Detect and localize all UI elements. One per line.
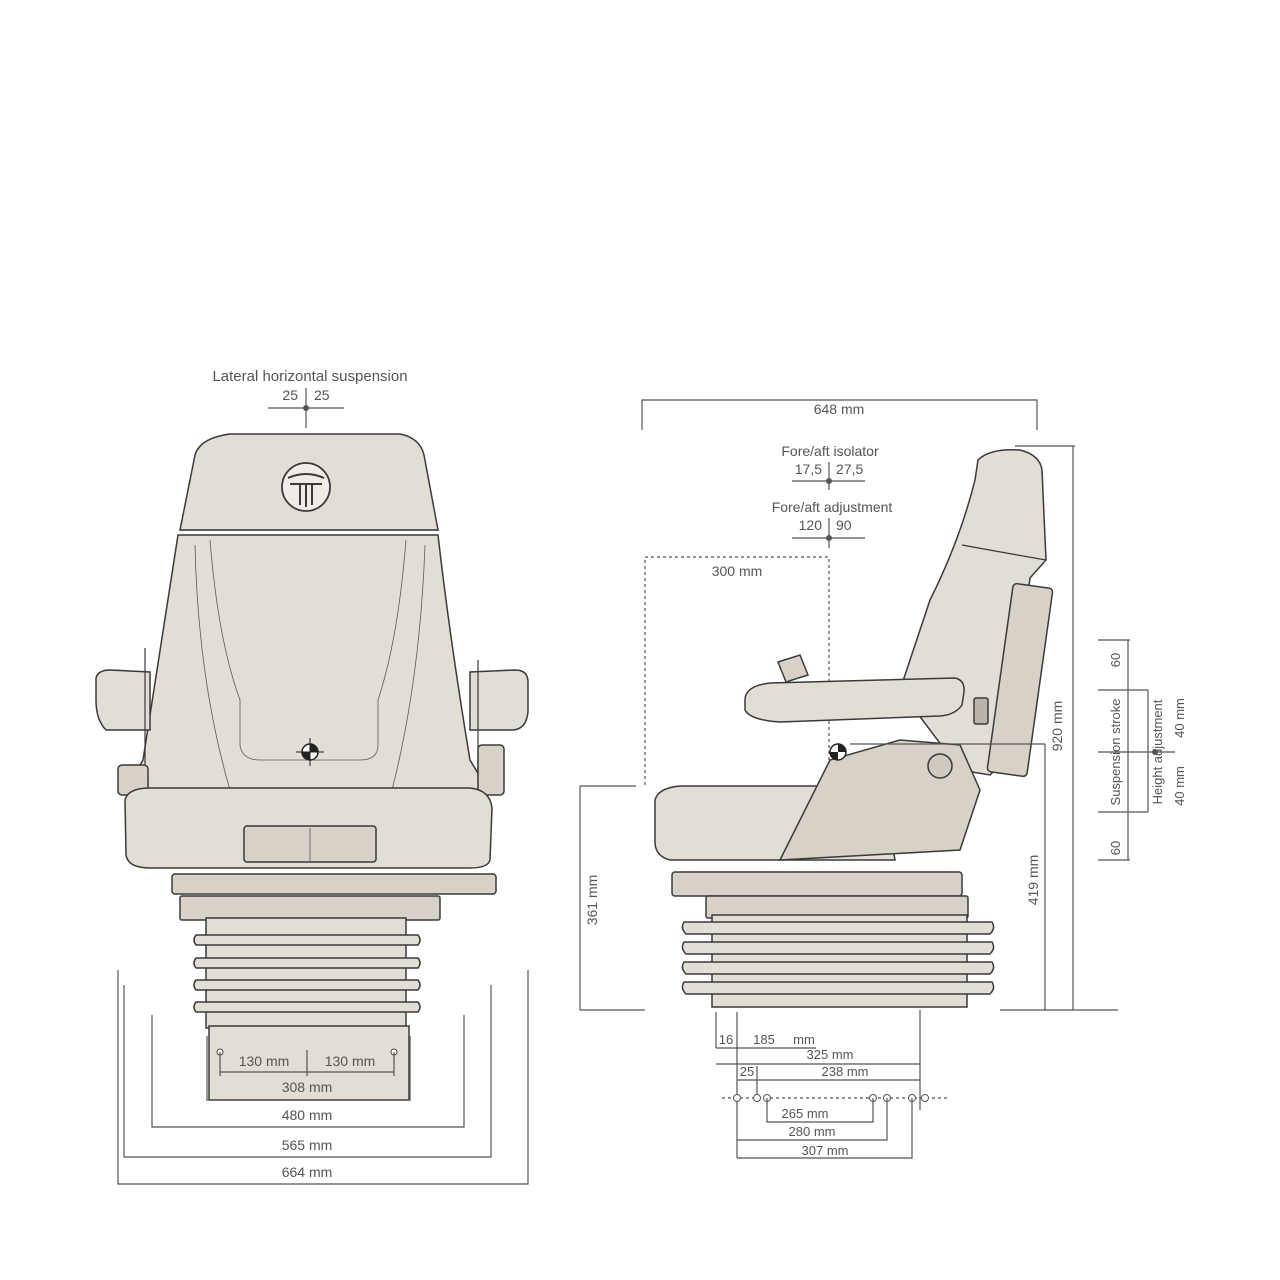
dim-300: 300 mm [712, 563, 763, 579]
side-backrest-frame [986, 582, 1054, 778]
backrest-bolsters [194, 544, 426, 791]
stroke-60-top: 60 [1108, 653, 1123, 667]
dim-238: 238 mm [822, 1064, 869, 1079]
adjust-left: 120 [799, 517, 823, 533]
dim-130-right: 130 mm [325, 1053, 376, 1069]
adjust-right: 90 [836, 517, 852, 533]
isolator-title: Fore/aft isolator [781, 443, 879, 459]
dim-185-unit: mm [793, 1032, 815, 1047]
dim-920: 920 mm [1049, 701, 1065, 752]
lateral-right-value: 25 [314, 387, 330, 403]
side-seat-mechanism [778, 739, 981, 861]
dim-325: 325 mm [807, 1047, 854, 1062]
dim-308: 308 mm [282, 1079, 333, 1095]
lateral-left-value: 25 [282, 387, 298, 403]
lateral-center-dot [303, 405, 309, 411]
dim-130-left: 130 mm [239, 1053, 290, 1069]
right-armrest [469, 669, 529, 731]
dim-565: 565 mm [282, 1137, 333, 1153]
side-reference-point-icon [829, 743, 847, 761]
side-armrest-knob [777, 654, 809, 683]
dim-185: 185 [753, 1032, 775, 1047]
side-slide-rails [671, 871, 963, 897]
dim-307: 307 mm [802, 1143, 849, 1158]
front-upper-frame [179, 895, 441, 921]
suspension-stroke-label: Suspension stroke [1108, 699, 1123, 806]
height-40-bottom: 40 mm [1172, 766, 1187, 806]
side-recline-knob [927, 753, 953, 779]
isolator-right: 27,5 [836, 461, 863, 477]
height-adjustment-label: Height adjustment [1150, 699, 1165, 804]
dim-265: 265 mm [782, 1106, 829, 1121]
front-reference-point-icon [296, 738, 324, 766]
dim-361: 361 mm [584, 875, 600, 926]
dim-280: 280 mm [789, 1124, 836, 1139]
dim-16: 16 [719, 1032, 733, 1047]
left-armrest [95, 669, 151, 731]
brand-logo-icon [281, 462, 331, 512]
front-slide-rails [171, 873, 497, 895]
height-40-top: 40 mm [1172, 698, 1187, 738]
front-view: Lateral horizontal suspension 25 25 [95, 368, 529, 1185]
isolator-left: 17,5 [795, 461, 822, 477]
side-bellows [681, 914, 995, 1008]
adjust-title: Fore/aft adjustment [772, 499, 893, 515]
dim-25: 25 [740, 1064, 754, 1079]
lateral-suspension-title: Lateral horizontal suspension [212, 368, 407, 385]
front-base-plate [208, 1025, 410, 1101]
dim-419: 419 mm [1025, 855, 1041, 906]
right-side-mount [477, 744, 505, 796]
dim-664: 664 mm [282, 1164, 333, 1180]
dim-648: 648 mm [814, 401, 865, 417]
front-bellows [193, 917, 421, 1029]
side-view: 648 mm Fore/aft isolator 17,5 27,5 Fore/… [579, 399, 1187, 1159]
stroke-60-bottom: 60 [1108, 841, 1123, 855]
side-belt-buckle [973, 697, 989, 725]
side-armrest [744, 677, 965, 723]
dim-480: 480 mm [282, 1107, 333, 1123]
